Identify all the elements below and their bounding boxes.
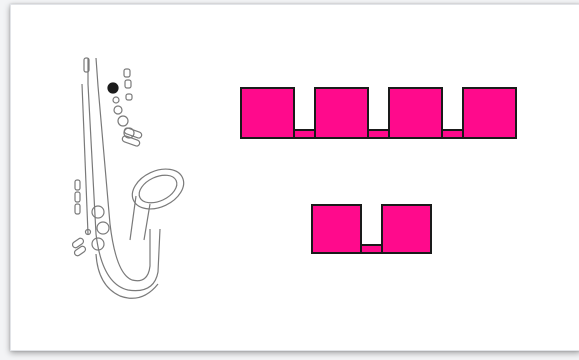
low-key-2 (73, 245, 87, 257)
pattern-row-2 (311, 204, 432, 254)
note-block (314, 87, 369, 139)
note-block (462, 87, 517, 139)
key-5 (96, 221, 110, 235)
sax-rod (81, 83, 89, 235)
sax-bow (95, 253, 159, 299)
note-block (381, 204, 432, 254)
side-key-5 (74, 191, 81, 203)
side-key-2 (124, 79, 132, 89)
side-key-4 (74, 179, 81, 191)
sax-body-inner (95, 57, 151, 282)
note-block (311, 204, 362, 254)
saxophone-icon (71, 57, 185, 299)
palm-key-1 (123, 127, 143, 139)
octave-key (83, 57, 90, 73)
pressed-key-icon (107, 82, 119, 94)
palm-key-2 (121, 135, 141, 147)
side-key-3 (125, 93, 133, 101)
rest-connector (441, 129, 464, 139)
note-block (240, 87, 295, 139)
rest-connector (360, 244, 383, 254)
rest-connector (293, 129, 316, 139)
sax-bell-neck-2 (143, 203, 151, 241)
sax-body (87, 58, 161, 292)
note-block (388, 87, 443, 139)
side-key-1 (123, 68, 131, 78)
rest-connector (367, 129, 390, 139)
sax-bell (131, 168, 185, 210)
key-1 (113, 105, 123, 115)
key-6 (91, 237, 105, 251)
sax-bell-neck (129, 195, 137, 241)
key-2 (117, 115, 129, 127)
pattern-row-1 (240, 87, 517, 139)
exercise-card (10, 4, 579, 351)
key-4 (91, 205, 105, 219)
key-small-1 (112, 96, 120, 104)
sax-bell-inner (138, 174, 178, 204)
side-key-6 (74, 203, 81, 215)
key-small-2 (84, 228, 92, 236)
low-key-1 (71, 237, 85, 249)
